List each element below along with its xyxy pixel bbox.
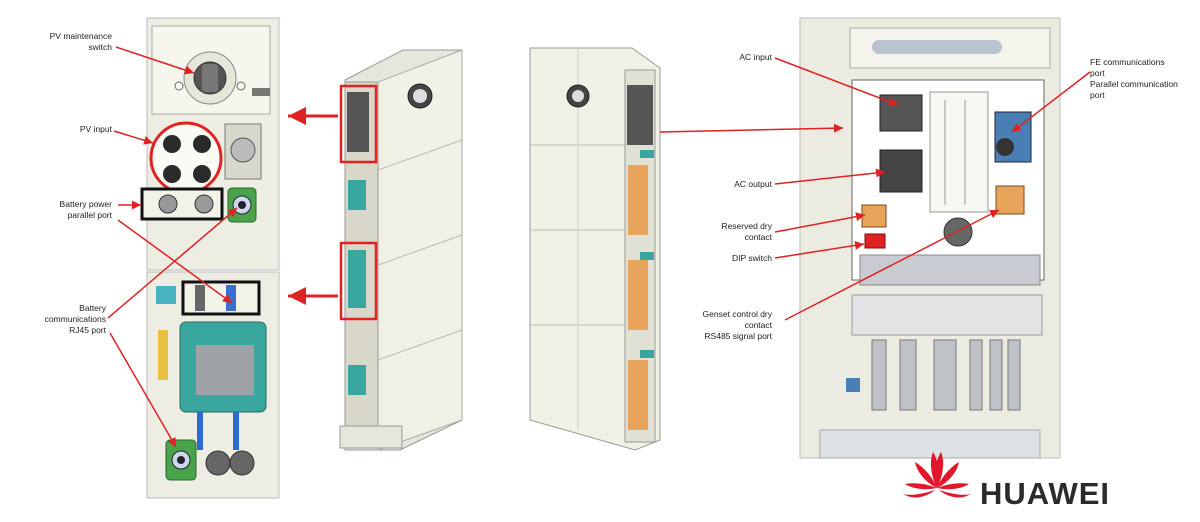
cabinet-rear-view xyxy=(529,47,661,451)
label-battery-power-parallel-port: Battery power parallel port xyxy=(59,199,112,220)
huawei-logo-text: HUAWEI xyxy=(980,476,1110,511)
genset-rs485-block xyxy=(995,185,1025,215)
label-ac-output: AC output xyxy=(734,179,772,189)
dip-switch-block xyxy=(864,233,886,249)
pv-input-connectors xyxy=(149,121,223,195)
huawei-logo-mark xyxy=(903,452,971,498)
battery-closeup-panel xyxy=(146,271,280,499)
cabinet-front-view xyxy=(339,49,463,451)
label-battery-communications-rj45: Battery communications RJ45 port xyxy=(44,303,106,335)
label-ac-input: AC input xyxy=(739,52,772,62)
ac-output-block xyxy=(879,149,923,193)
label-reserved-dry-contact: Reserved dry contact xyxy=(721,221,772,242)
label-fe-parallel-communication: FE communications port Parallel communic… xyxy=(1090,57,1178,100)
label-dip-switch: DIP switch xyxy=(732,253,772,263)
inverter-interior-panel xyxy=(799,17,1061,459)
label-pv-input: PV input xyxy=(79,124,112,134)
pv-maintenance-switch-knob xyxy=(174,51,246,105)
cable-glands xyxy=(871,339,1021,411)
annotation-arrows xyxy=(107,46,1091,448)
battery-power-parallel-box xyxy=(140,187,224,221)
pv-closeup-panel xyxy=(140,17,280,271)
front-callout-bottom xyxy=(339,241,378,321)
label-pv-maintenance-switch: PV maintenance switch xyxy=(49,31,112,52)
reserved-dry-contact-block xyxy=(861,204,887,228)
label-genset-rs485: Genset control dry contact RS485 signal … xyxy=(702,309,772,341)
front-callout-top xyxy=(339,84,378,164)
battery-parallel-box-bottom xyxy=(181,280,261,316)
